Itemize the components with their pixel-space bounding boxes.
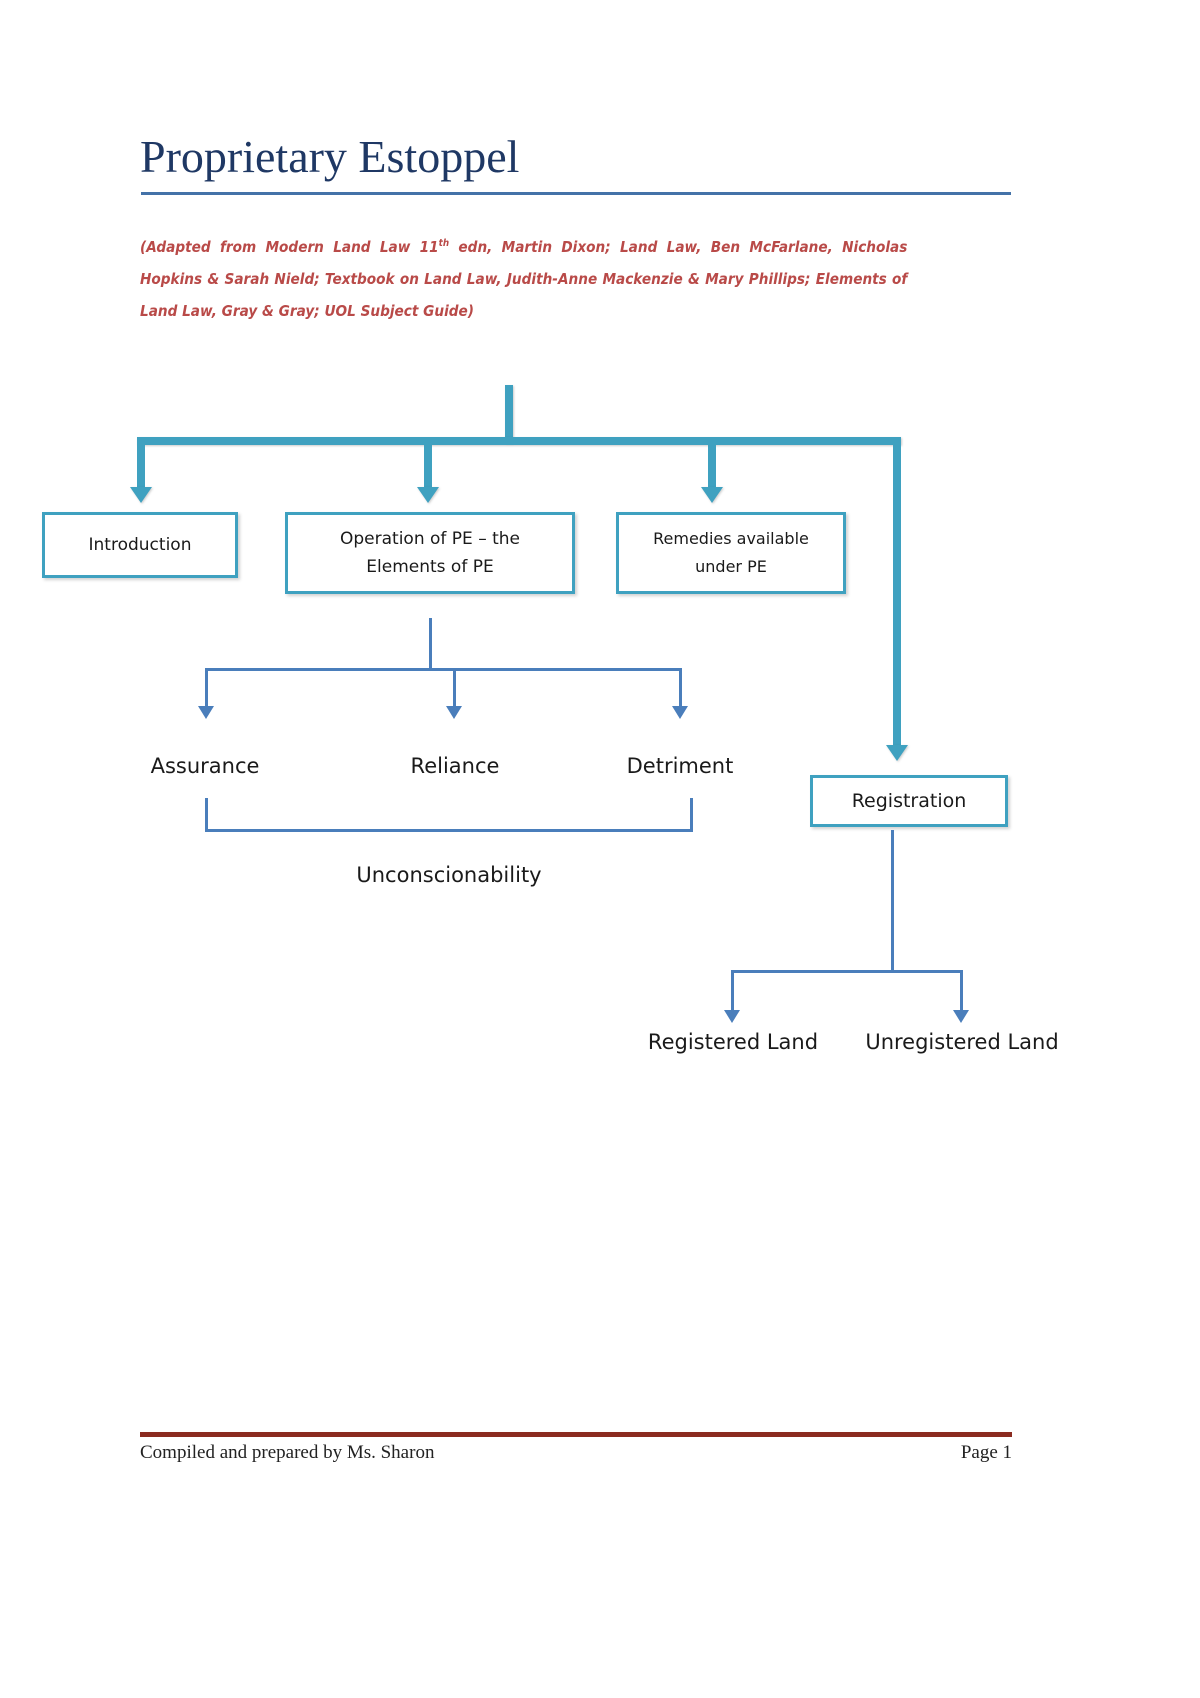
arrow-detriment (672, 706, 688, 719)
connector-horizontal-bar (137, 437, 901, 445)
connector-drop-detriment (679, 668, 682, 708)
arrow-assurance (198, 706, 214, 719)
connector-drop-registration (893, 437, 901, 747)
connector-elements-stem (429, 618, 432, 670)
connector-drop-registered-land (731, 970, 734, 1012)
attribution-before-superscript: (Adapted from Modern Land Law 11 (140, 238, 439, 257)
connector-bracket-bottom (205, 829, 693, 832)
connector-drop-introduction (137, 437, 145, 489)
connector-drop-remedies (708, 437, 716, 489)
attribution-superscript: th (438, 238, 450, 249)
node-reliance-label: Reliance (410, 754, 500, 778)
arrow-unregistered-land (953, 1010, 969, 1023)
node-assurance-label: Assurance (150, 754, 260, 778)
connector-drop-operation (424, 437, 432, 489)
connector-root-stem (505, 385, 513, 443)
node-unregistered-land-label: Unregistered Land (865, 1030, 1059, 1054)
attribution-after-superscript: edn, Martin Dixon; Land Law, Ben McFarla… (140, 238, 908, 321)
node-unregistered-land[interactable]: Unregistered Land (842, 1028, 1082, 1056)
arrow-introduction (130, 487, 152, 503)
node-unconscionability[interactable]: Unconscionability (249, 861, 649, 889)
attribution-text: (Adapted from Modern Land Law 11th edn, … (140, 228, 907, 327)
connector-drop-unregistered-land (960, 970, 963, 1012)
node-detriment[interactable]: Detriment (590, 752, 770, 780)
page-title: Proprietary Estoppel (140, 131, 520, 182)
footer-page-number: Page 1 (960, 1442, 1012, 1463)
node-detriment-label: Detriment (626, 754, 734, 778)
arrow-operation (417, 487, 439, 503)
connector-bracket-left (205, 798, 208, 832)
connector-registration-bar (731, 970, 963, 973)
arrow-registered-land (724, 1010, 740, 1023)
arrow-registration (886, 745, 908, 761)
connector-bracket-right (690, 798, 693, 832)
node-introduction-label: Introduction (88, 535, 192, 555)
node-registered-land[interactable]: Registered Land (613, 1028, 853, 1056)
connector-registration-stem (891, 830, 894, 972)
node-operation-of-pe[interactable]: Operation of PE – the Elements of PE (285, 512, 575, 594)
node-introduction[interactable]: Introduction (42, 512, 238, 578)
title-underline-rule (141, 192, 1011, 195)
footer-credit: Compiled and prepared by Ms. Sharon (140, 1442, 435, 1463)
node-reliance[interactable]: Reliance (365, 752, 545, 780)
arrow-reliance (446, 706, 462, 719)
connector-drop-assurance (205, 668, 208, 708)
connector-elements-bar (205, 668, 681, 671)
node-registration-label: Registration (851, 790, 967, 812)
footer-divider-rule (140, 1432, 1012, 1437)
node-remedies-label: Remedies available under PE (653, 529, 809, 576)
node-registration[interactable]: Registration (810, 775, 1008, 827)
connector-drop-reliance (453, 668, 456, 708)
arrow-remedies (701, 487, 723, 503)
node-registered-land-label: Registered Land (647, 1030, 819, 1054)
node-unconscionability-label: Unconscionability (356, 863, 542, 887)
node-remedies[interactable]: Remedies available under PE (616, 512, 846, 594)
node-operation-of-pe-label: Operation of PE – the Elements of PE (340, 529, 520, 577)
node-assurance[interactable]: Assurance (115, 752, 295, 780)
